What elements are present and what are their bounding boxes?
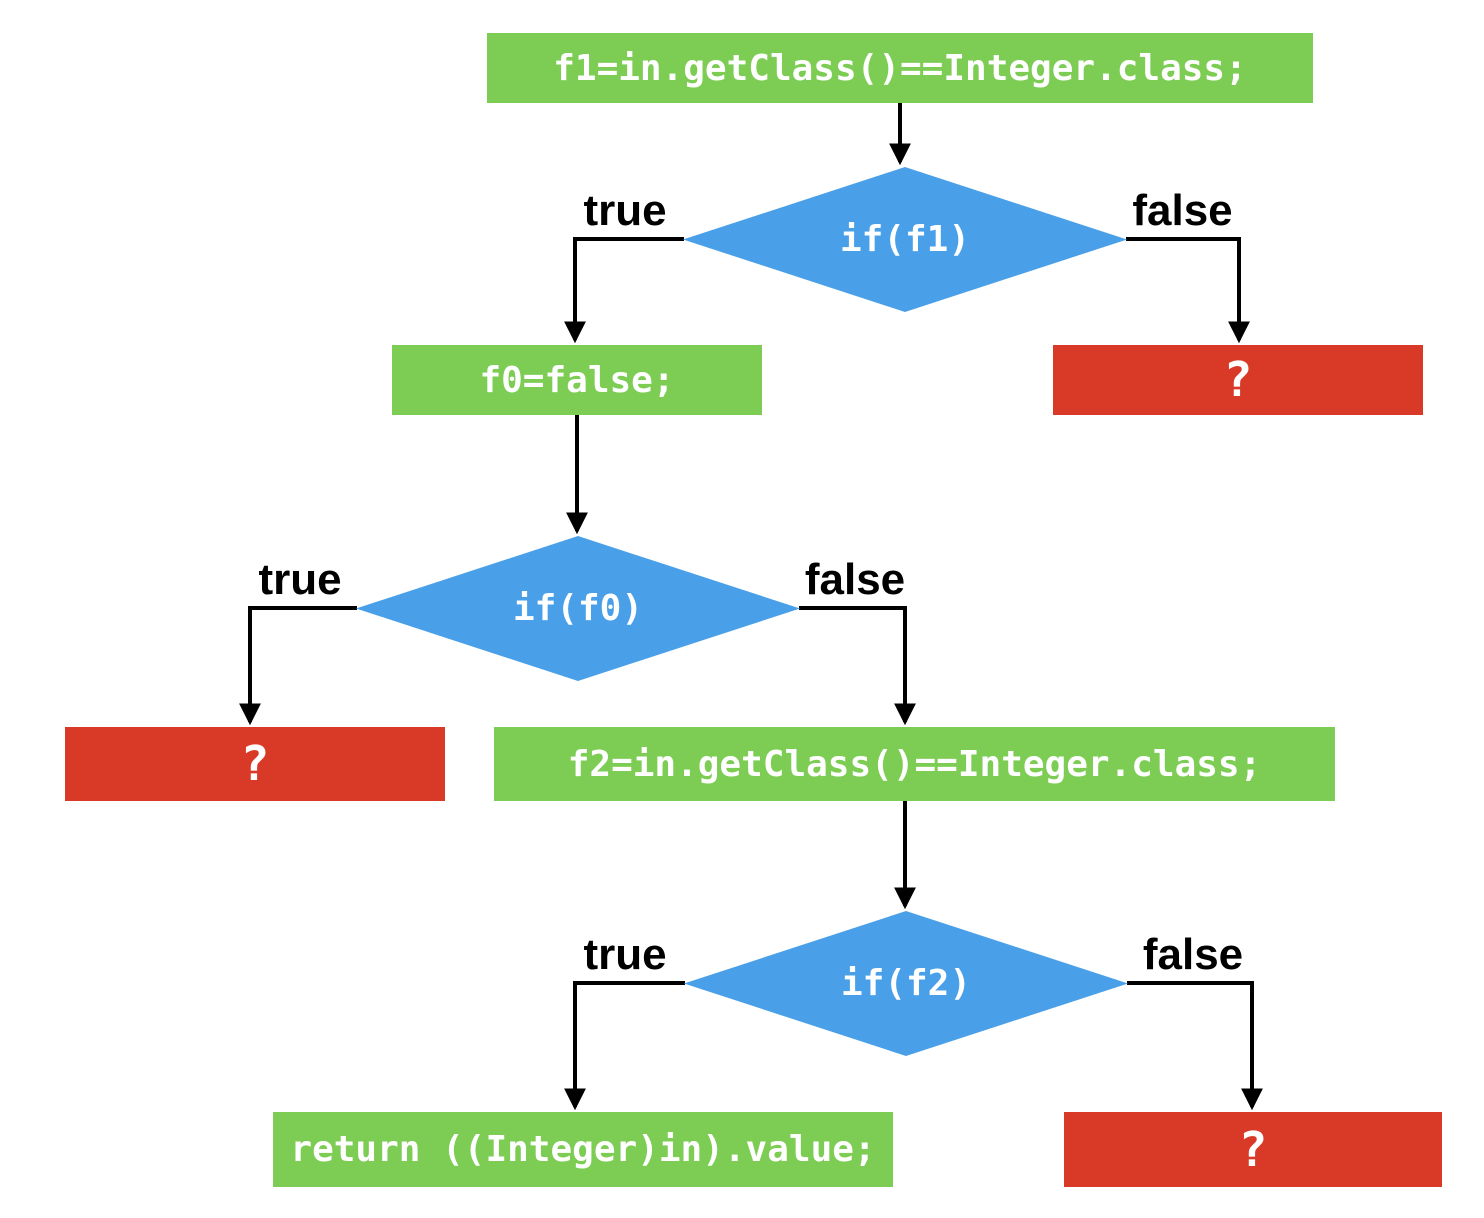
- arrow-if-f0-true-to-unknown-2: [239, 606, 357, 726]
- branch-label-if-f0-false: false: [804, 555, 906, 604]
- process-node-stmt-f1: f1=in.getClass()==Integer.class;: [487, 33, 1313, 103]
- error-node-unknown-3: ?: [1064, 1112, 1442, 1187]
- process-node-stmt-f0: f0=false;: [392, 345, 762, 415]
- branch-label-if-f1-true: true: [583, 186, 667, 235]
- branch-label-if-f2-true: true: [583, 930, 667, 979]
- arrow-if-f1-true-to-stmt-f0: [564, 237, 684, 344]
- error-node-unknown-1: ?: [1053, 345, 1423, 415]
- branch-label-if-f1-false: false: [1132, 186, 1233, 235]
- branch-label-if-f2-false: false: [1142, 930, 1244, 979]
- process-node-return: return ((Integer)in).value;: [273, 1112, 893, 1187]
- arrow-if-f1-false-to-unknown-1: [1126, 237, 1250, 344]
- arrow-if-f0-false-to-stmt-f2: [799, 606, 916, 726]
- branch-label-if-f0-true: true: [258, 555, 342, 604]
- error-node-unknown-2: ?: [65, 727, 445, 801]
- process-node-stmt-f2: f2=in.getClass()==Integer.class;: [494, 727, 1335, 801]
- arrow-if-f2-true-to-return: [564, 981, 685, 1111]
- arrow-if-f2-false-to-unknown-3: [1127, 981, 1263, 1111]
